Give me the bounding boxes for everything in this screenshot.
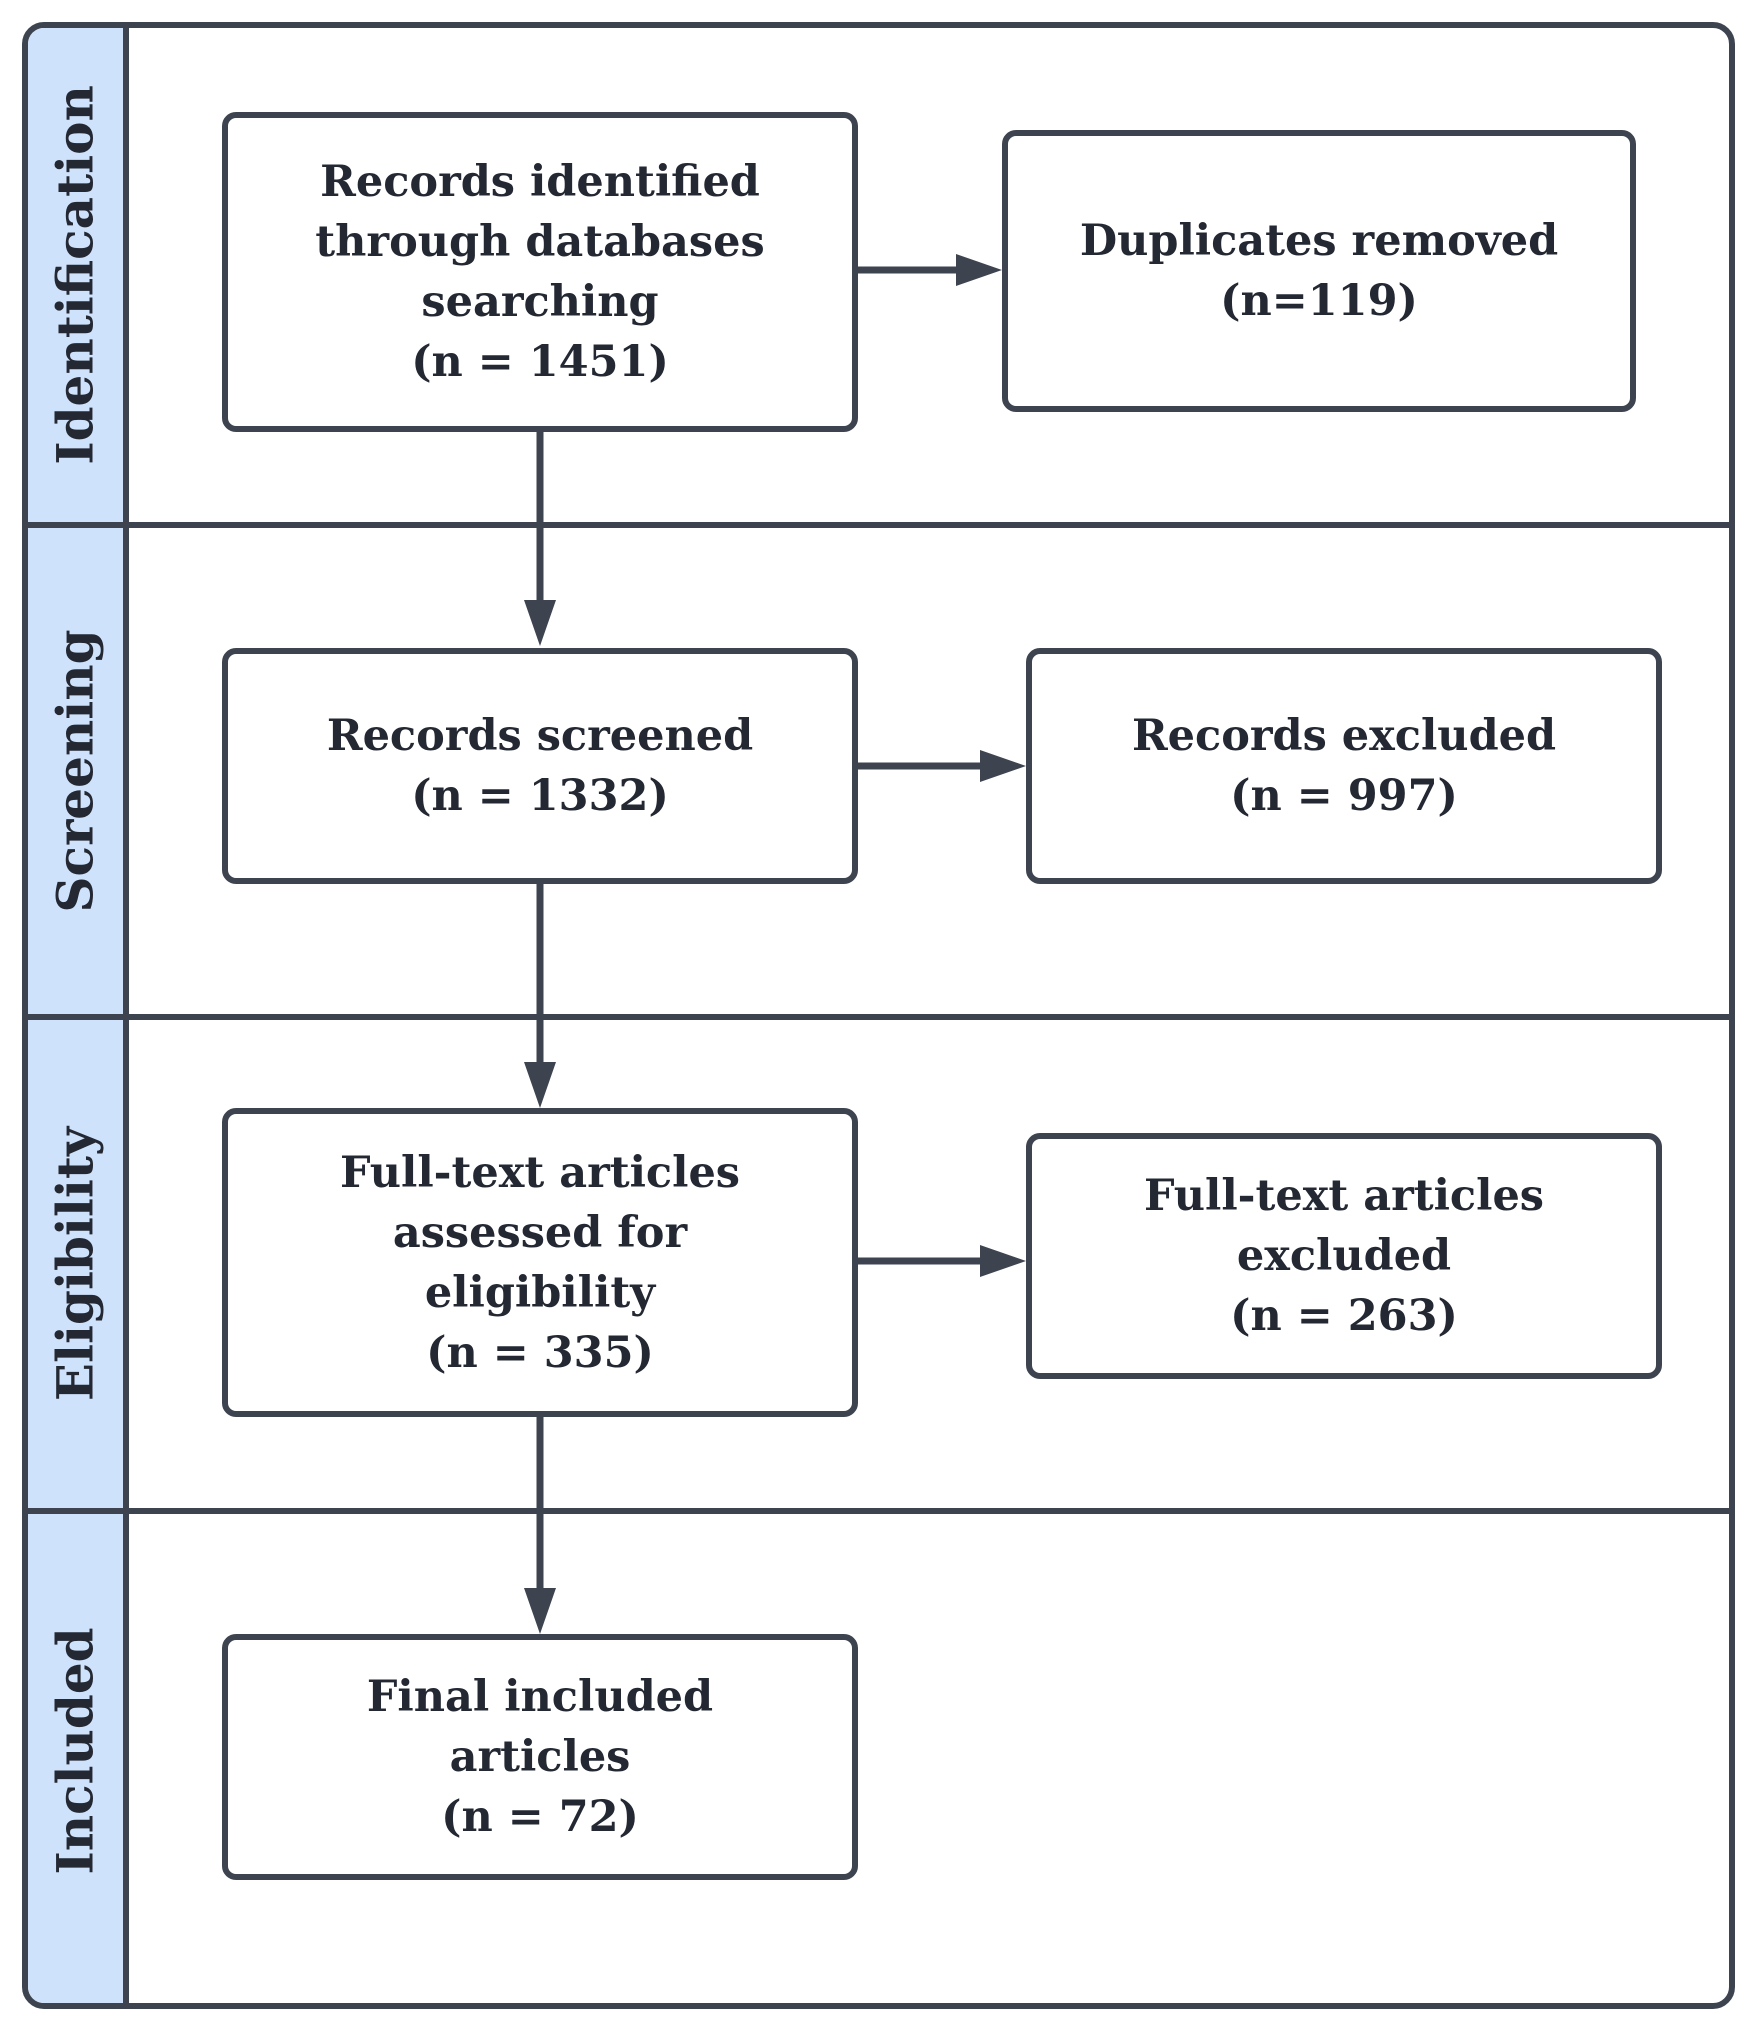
box-line: searching	[421, 277, 659, 327]
box-line: Duplicates removed	[1079, 216, 1559, 266]
box-line: articles	[449, 1732, 631, 1782]
box-fulltext-excluded: Full-text articles excluded (n = 263)	[1026, 1133, 1662, 1379]
box-records-screened: Records screened (n = 1332)	[222, 648, 858, 884]
stage-label-included: Included	[45, 1627, 105, 1875]
stage-rule	[123, 1020, 129, 1508]
stage-strip-included	[28, 1514, 123, 2003]
stage-label-eligibility: Eligibility	[45, 1126, 105, 1402]
stage-label-screening: Screening	[45, 629, 105, 913]
stage-rule	[123, 528, 129, 1014]
band-divider	[28, 522, 1729, 528]
box-line: Records excluded	[1131, 711, 1557, 761]
box-line: excluded	[1236, 1231, 1452, 1281]
band-screening: Screening	[28, 528, 1729, 1014]
box-line: Full-text articles	[1143, 1171, 1545, 1221]
stage-label-identification: Identification	[45, 85, 105, 465]
box-line: (n = 1332)	[411, 771, 669, 821]
box-final-included: Final included articles (n = 72)	[222, 1634, 858, 1880]
box-line: assessed for	[392, 1207, 688, 1258]
band-eligibility: Eligibility	[28, 1020, 1729, 1508]
box-line: Full-text articles	[339, 1147, 741, 1198]
box-line: (n = 263)	[1230, 1291, 1458, 1341]
box-records-identified: Records identified through databases sea…	[222, 112, 858, 432]
stage-strip-eligibility	[28, 1020, 123, 1508]
stage-strip-screening	[28, 528, 123, 1014]
box-fulltext-assessed: Full-text articles assessed for eligibil…	[222, 1108, 858, 1417]
box-line: (n=119)	[1220, 276, 1418, 326]
box-line: Records screened	[326, 711, 754, 761]
box-line: through databases	[315, 217, 765, 267]
box-line: (n = 1451)	[411, 337, 669, 387]
box-line: Final included	[366, 1672, 714, 1722]
stage-strip-identification	[28, 28, 123, 522]
box-line: eligibility	[424, 1267, 656, 1318]
stage-rule	[123, 28, 129, 522]
box-records-excluded: Records excluded (n = 997)	[1026, 648, 1662, 884]
band-divider	[28, 1014, 1729, 1020]
stage-rule	[123, 1514, 129, 2003]
box-line: Records identified	[320, 157, 760, 207]
box-line: (n = 997)	[1230, 771, 1458, 821]
box-line: (n = 335)	[426, 1327, 654, 1378]
box-duplicates-removed: Duplicates removed (n=119)	[1002, 130, 1636, 412]
band-identification: Identification	[28, 28, 1729, 522]
box-line: (n = 72)	[441, 1792, 639, 1842]
band-included: Included	[28, 1514, 1729, 2003]
band-divider	[28, 1508, 1729, 1514]
